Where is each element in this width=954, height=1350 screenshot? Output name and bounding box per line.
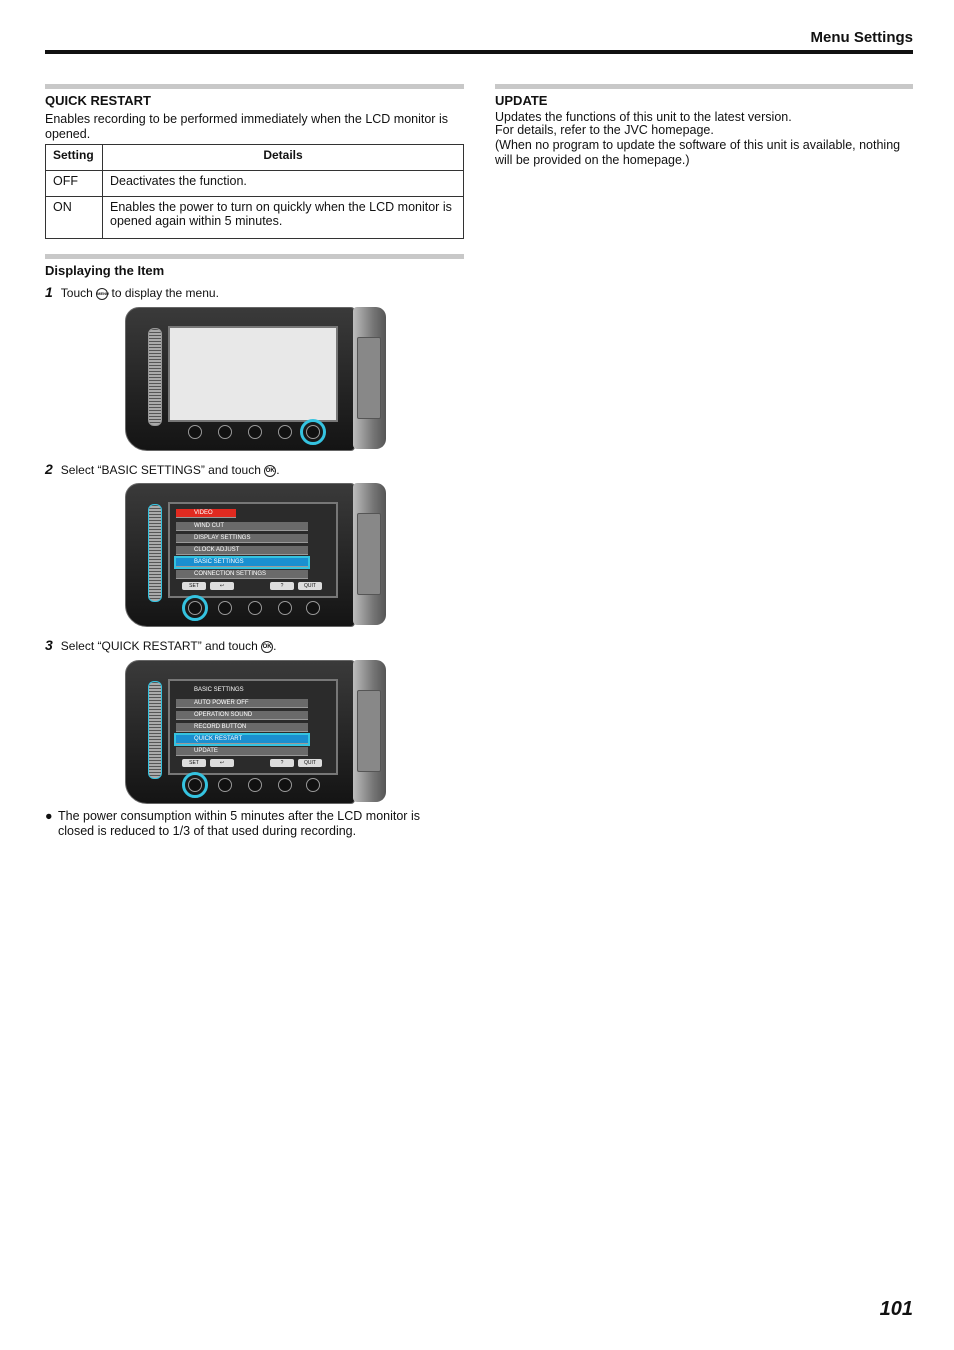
ok-glyph-icon: OK [264,464,277,477]
touch-slider [148,681,162,779]
section-bar [45,84,464,89]
menu-item-selected: QUICK RESTART [174,733,310,746]
table-header-details: Details [102,144,464,171]
menu-glyph-icon: MENU [96,287,109,300]
operation-button-icon [248,778,262,792]
menu-item: DISPLAY SETTINGS [176,534,308,543]
step-text: . [276,463,280,477]
quick-restart-description: Enables recording to be performed immedi… [45,112,448,141]
menu-item: AUTO POWER OFF [176,699,308,708]
settings-table: Setting Details OFF Deactivates the func… [45,144,464,239]
header-rule [45,50,913,54]
menu-item: RECORD BUTTON [176,723,308,732]
operation-button-icon [278,601,292,615]
section-title-displaying: Displaying the Item [45,263,165,278]
set-button-label: SET [182,582,206,590]
menu-button-icon [306,778,320,792]
quit-button-label: QUIT [298,759,322,767]
step-text: Select “QUICK RESTART” and touch [60,639,258,653]
step-number: 1 [45,284,53,300]
page-number: 101 [879,1298,913,1320]
table-header-row: Setting Details [45,144,464,171]
camera-hinge [353,307,386,449]
section-title-quick-restart: QUICK RESTART [45,93,151,108]
back-button-label: ↩ [210,582,234,590]
help-button-label: ? [270,582,294,590]
right-column: UPDATE Updates the functions of this uni… [495,84,913,168]
step-3: 3 Select “QUICK RESTART” and touch OK. [45,637,276,653]
table-header-setting: Setting [45,144,103,171]
operation-button-icon [218,601,232,615]
lcd-menu-screen: VIDEO WIND CUT DISPLAY SETTINGS CLOCK AD… [168,502,338,598]
page-header-title: Menu Settings [810,29,913,46]
step-2: 2 Select “BASIC SETTINGS” and touch OK. [45,461,280,477]
camera-hinge [353,483,386,625]
camera-screen-3: BASIC SETTINGS AUTO POWER OFF OPERATION … [125,660,386,804]
step-1: 1 Touch MENU to display the menu. [45,284,219,300]
menu-item: UPDATE [176,747,308,756]
lcd-menu-screen: BASIC SETTINGS AUTO POWER OFF OPERATION … [168,679,338,775]
highlight-ring [182,595,208,621]
camera-hinge [353,660,386,802]
note-text: The power consumption within 5 minutes a… [58,809,420,838]
menu-item: CONNECTION SETTINGS [176,570,308,579]
operation-button-icon [278,778,292,792]
menu-tab-video: VIDEO [176,509,236,518]
step-text: Touch [60,286,93,300]
camera-screen-2: VIDEO WIND CUT DISPLAY SETTINGS CLOCK AD… [125,483,386,627]
table-cell-details: Deactivates the function. [102,170,464,197]
table-row: ON Enables the power to turn on quickly … [45,196,464,239]
highlight-ring [182,772,208,798]
table-cell-setting: OFF [45,170,103,197]
operation-button-icon [248,425,262,439]
section-bar [495,84,913,89]
camera-body [125,307,355,451]
step-text: . [273,639,277,653]
highlight-ring [300,419,326,445]
bullet-note: ● The power consumption within 5 minutes… [45,809,445,839]
camera-screen-1 [125,307,386,451]
operation-button-icon [248,601,262,615]
touch-slider [148,328,162,426]
quit-button-label: QUIT [298,582,322,590]
menu-item-selected: BASIC SETTINGS [174,556,310,569]
left-column: QUICK RESTART Enables recording to be pe… [45,84,464,282]
step-number: 3 [45,637,53,653]
operation-button-icon [218,778,232,792]
update-line-3: (When no program to update the software … [495,138,901,167]
menu-button-icon [306,601,320,615]
section-title-update: UPDATE [495,93,548,108]
camera-body: BASIC SETTINGS AUTO POWER OFF OPERATION … [125,660,355,804]
bullet-icon: ● [45,809,53,823]
back-button-label: ↩ [210,759,234,767]
step-text: Select “BASIC SETTINGS” and touch [60,463,261,477]
menu-header: BASIC SETTINGS [194,687,244,693]
help-button-label: ? [270,759,294,767]
set-button-label: SET [182,759,206,767]
ok-button-icon [188,425,202,439]
menu-item: OPERATION SOUND [176,711,308,720]
camera-body: VIDEO WIND CUT DISPLAY SETTINGS CLOCK AD… [125,483,355,627]
table-cell-details: Enables the power to turn on quickly whe… [102,196,464,239]
operation-button-icon [218,425,232,439]
ok-glyph-icon: OK [261,640,274,653]
lcd-screen-blank [168,326,338,422]
menu-item: CLOCK ADJUST [176,546,308,555]
touch-slider [148,504,162,602]
table-cell-setting: ON [45,196,103,239]
step-text: to display the menu. [111,286,219,300]
operation-button-icon [278,425,292,439]
table-row: OFF Deactivates the function. [45,170,464,197]
update-line-1: Updates the functions of this unit to th… [495,110,792,124]
step-number: 2 [45,461,53,477]
section-bar [45,254,464,259]
menu-item: WIND CUT [176,522,308,531]
update-line-2: For details, refer to the JVC homepage. [495,123,714,137]
